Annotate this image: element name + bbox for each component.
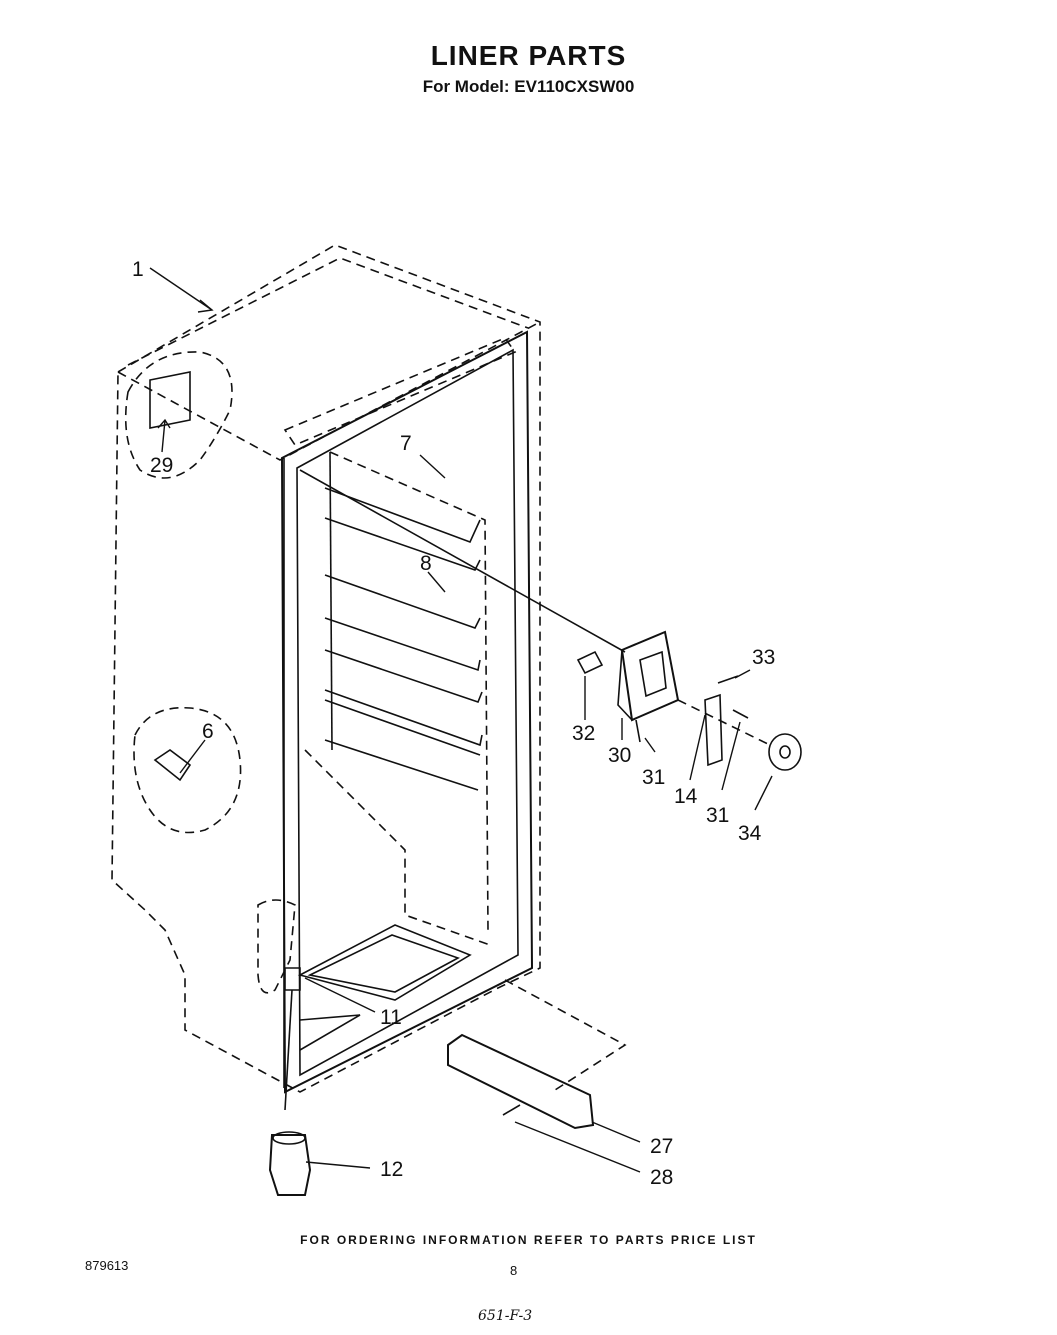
back-wall [329,451,489,931]
bracket-27 [447,1033,595,1130]
shelf [324,517,481,571]
shelf [324,649,483,704]
drain-pan-top [272,1131,306,1145]
callout-31a: 31 [642,766,665,789]
bottom-tray-inner [307,934,460,993]
drain-pan-12 [268,1134,312,1196]
shelf [324,487,481,544]
socket-32 [576,650,604,675]
cabinet-top-edge [127,257,529,366]
shelf [324,739,479,791]
liner-frame-inner [296,348,519,1077]
callout-7: 7 [400,432,412,455]
callout-12: 12 [380,1158,403,1181]
drain-fitting-11 [284,967,301,991]
model-subtitle: For Model: EV110CXSW00 [422,77,635,96]
cabinet-top-inner [117,321,541,461]
callout-29: 29 [150,454,173,477]
shelf [324,689,483,747]
control-face [639,650,667,698]
callout-28: 28 [650,1166,673,1189]
screw-31 [732,709,749,719]
bracket-14 [704,693,723,767]
bracket-27-dash [504,979,627,1091]
callout-31b: 31 [706,804,729,827]
shelf [324,617,481,672]
detail-bubble-29 [124,351,233,479]
label-plate-29 [149,371,191,429]
callout-14: 14 [674,785,698,808]
callout-30: 30 [608,744,631,767]
shelf [324,699,481,756]
callout-34: 34 [738,822,762,845]
page-number: 8 [510,1263,518,1278]
handwritten-note: 651-F-3 [478,1308,533,1324]
screw-28 [502,1104,521,1116]
top-channel [283,337,517,446]
shelf [324,574,481,629]
document-number: 879613 [85,1258,129,1273]
bottom-tray [297,924,472,1001]
screw-33 [717,675,739,684]
wire-to-control [299,469,626,653]
lower-left-detail [257,899,296,994]
inner-left-wall [329,451,333,751]
control-box [620,630,680,722]
callout-11: 11 [380,1006,402,1029]
page-title: LINER PARTS [430,40,627,71]
callout-33: 33 [752,646,775,669]
callout-6: 6 [202,720,214,743]
callout-1: 1 [132,258,144,281]
detail-bubble-6 [133,706,242,834]
callout-32: 32 [572,722,595,745]
callout-8: 8 [420,552,432,575]
callout-27: 27 [650,1135,673,1158]
control-dash [677,699,771,746]
ordering-note: FOR ORDERING INFORMATION REFER TO PARTS … [300,1233,757,1247]
bracket-6 [153,749,192,782]
screw-31b [635,719,641,743]
drain-tube [284,989,293,1111]
knob-34 [768,733,802,771]
knob-34-center [779,745,791,759]
bottom-compartment [304,749,491,946]
cabinet-outline [111,244,541,1093]
bottom-drip [299,1014,361,1051]
control-box-side [617,649,633,721]
